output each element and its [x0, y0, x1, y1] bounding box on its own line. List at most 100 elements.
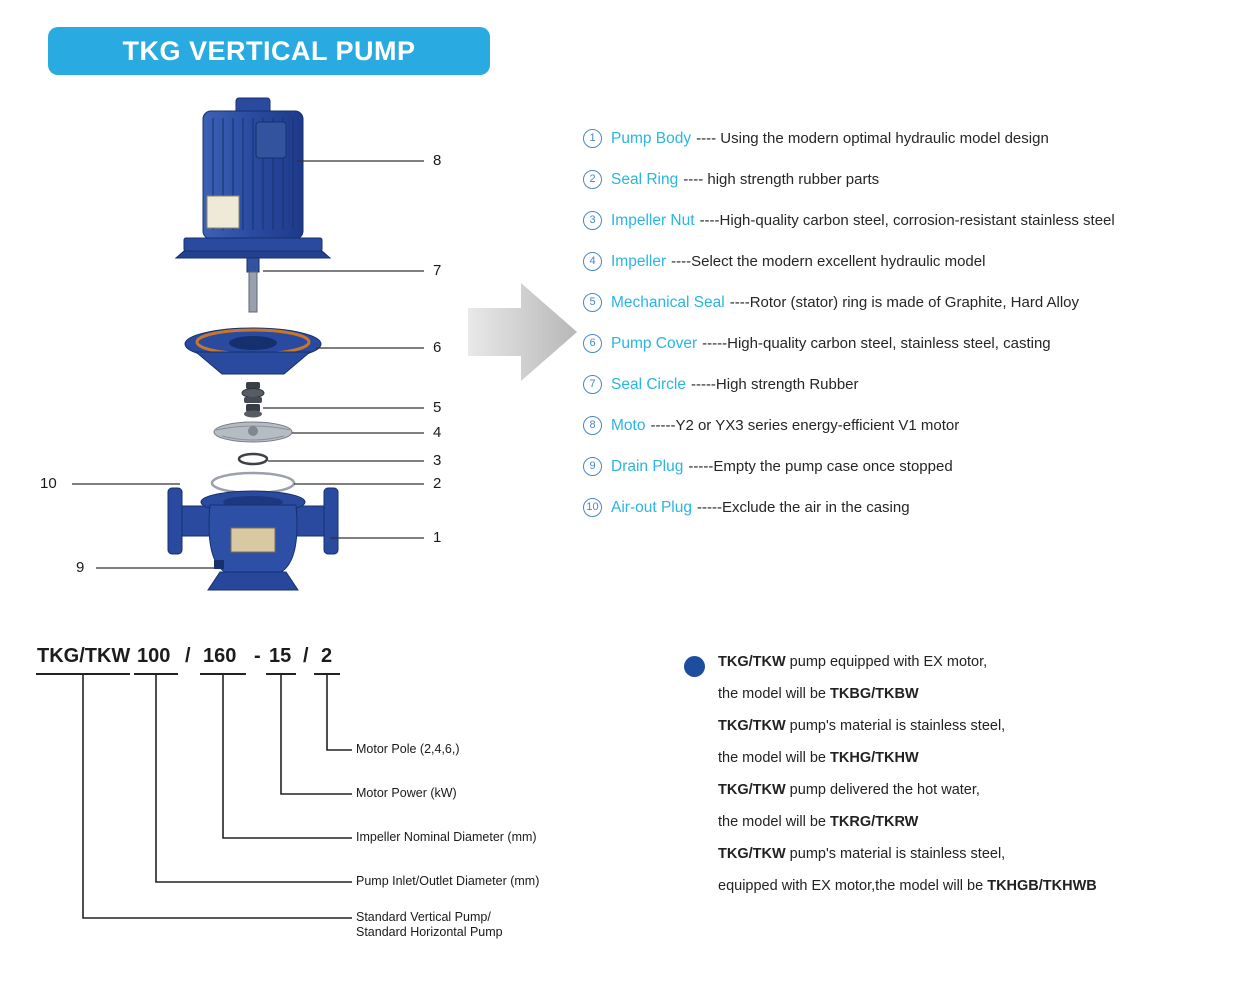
part-description: -----High strength Rubber	[690, 376, 859, 393]
model-token-impeller: 160	[203, 645, 237, 667]
callout-number: 1	[433, 529, 442, 546]
model-token-power: 15	[269, 645, 292, 667]
note-line: the model will be TKRG/TKRW	[718, 814, 1198, 846]
note-strong: TKG/TKW	[718, 718, 786, 734]
part-row: 3 Impeller Nut ----High-quality carbon s…	[583, 200, 1234, 241]
note-strong: TKG/TKW	[718, 782, 786, 798]
part-name: Mechanical Seal	[611, 293, 725, 311]
part-row: 2 Seal Ring ---- high strength rubber pa…	[583, 159, 1234, 200]
note-line: the model will be TKBG/TKBW	[718, 686, 1198, 718]
arrow-icon	[468, 283, 577, 381]
callout-number: 4	[433, 424, 442, 441]
callout-number: 3	[433, 452, 442, 469]
part-description: -----Y2 or YX3 series energy-efficient V…	[650, 417, 960, 434]
note-strong: TKHG/TKHW	[830, 750, 919, 766]
part-number-badge: 10	[583, 498, 602, 517]
note-text: pump's material is stainless steel,	[785, 718, 1006, 734]
model-code-lines	[36, 673, 352, 919]
part-name: Drain Plug	[611, 457, 684, 475]
note-text: the model will be	[718, 686, 831, 702]
part-description: ---- Using the modern optimal hydraulic …	[696, 130, 1049, 147]
part-row: 5 Mechanical Seal ----Rotor (stator) rin…	[583, 282, 1234, 323]
part-row: 1 Pump Body ---- Using the modern optima…	[583, 118, 1234, 159]
note-text: the model will be	[718, 814, 831, 830]
seal-circle-illustration	[237, 452, 269, 466]
callout-number: 7	[433, 262, 442, 279]
part-number-badge: 1	[583, 129, 602, 148]
title-banner: TKG VERTICAL PUMP	[48, 27, 490, 75]
mechanical-seal-illustration	[241, 382, 265, 418]
part-number-badge: 7	[583, 375, 602, 394]
part-number-badge: 4	[583, 252, 602, 271]
model-token-sep: -	[254, 645, 261, 667]
drain-plug-illustration	[214, 560, 224, 569]
model-token-sep: /	[185, 645, 191, 667]
part-description: ----High-quality carbon steel, corrosion…	[699, 212, 1115, 229]
note-strong: TKBG/TKBW	[830, 686, 919, 702]
parts-list: 1 Pump Body ---- Using the modern optima…	[583, 118, 1234, 528]
note-line: TKG/TKW pump delivered the hot water,	[718, 782, 1198, 814]
part-name: Impeller Nut	[611, 211, 695, 229]
model-label-standard-pump: Standard Vertical Pump/ Standard Horizon…	[356, 910, 503, 939]
note-strong: TKG/TKW	[718, 846, 786, 862]
part-name: Pump Body	[611, 129, 692, 147]
callout-lines	[72, 160, 424, 569]
note-line: TKG/TKW pump equipped with EX motor,	[718, 654, 1198, 686]
model-label-motor-pole: Motor Pole (2,4,6,)	[356, 742, 460, 756]
pump-cover-illustration	[184, 327, 322, 375]
part-name: Seal Ring	[611, 170, 679, 188]
callout-number: 5	[433, 399, 442, 416]
note-strong: TKG/TKW	[718, 654, 786, 670]
callout-number: 9	[76, 559, 85, 576]
note-text: pump delivered the hot water,	[785, 782, 980, 798]
part-number-badge: 6	[583, 334, 602, 353]
note-text: equipped with EX motor,the model will be	[718, 878, 988, 894]
shaft-illustration	[246, 257, 260, 313]
callout-number: 8	[433, 152, 442, 169]
model-token-sep: /	[303, 645, 309, 667]
part-description: -----Exclude the air in the casing	[696, 499, 910, 516]
note-text: the model will be	[718, 750, 831, 766]
impeller-illustration	[213, 421, 293, 443]
part-row: 4 Impeller ----Select the modern excelle…	[583, 241, 1234, 282]
part-number-badge: 9	[583, 457, 602, 476]
part-name: Impeller	[611, 252, 667, 270]
part-row: 8 Moto -----Y2 or YX3 series energy-effi…	[583, 405, 1234, 446]
part-number-badge: 2	[583, 170, 602, 189]
note-strong: TKRG/TKRW	[830, 814, 919, 830]
part-name: Air-out Plug	[611, 498, 692, 516]
part-description: -----Empty the pump case once stopped	[688, 458, 953, 475]
note-line: TKG/TKW pump's material is stainless ste…	[718, 718, 1198, 750]
page-title: TKG VERTICAL PUMP	[122, 35, 416, 66]
callout-number: 2	[433, 475, 442, 492]
part-number-badge: 3	[583, 211, 602, 230]
part-row: 7 Seal Circle -----High strength Rubber	[583, 364, 1234, 405]
model-token-inlet: 100	[137, 645, 171, 667]
o-ring-illustration	[210, 471, 296, 495]
model-token-series: TKG/TKW	[37, 645, 131, 667]
part-number-badge: 5	[583, 293, 602, 312]
note-line: the model will be TKHG/TKHW	[718, 750, 1198, 782]
note-line: equipped with EX motor,the model will be…	[718, 878, 1198, 910]
part-row: 6 Pump Cover -----High-quality carbon st…	[583, 323, 1234, 364]
model-token-pole: 2	[321, 645, 333, 667]
pump-body-illustration	[167, 487, 339, 591]
model-label-impeller-dia: Impeller Nominal Diameter (mm)	[356, 830, 537, 844]
note-line: TKG/TKW pump's material is stainless ste…	[718, 846, 1198, 878]
part-name: Moto	[611, 416, 646, 434]
note-text: pump's material is stainless steel,	[785, 846, 1006, 862]
callout-number: 10	[40, 475, 57, 492]
part-row: 9 Drain Plug -----Empty the pump case on…	[583, 446, 1234, 487]
model-label-inlet-outlet: Pump Inlet/Outlet Diameter (mm)	[356, 874, 540, 888]
note-text: pump equipped with EX motor,	[785, 654, 988, 670]
motor-illustration	[174, 97, 332, 259]
note-strong: TKHGB/TKHWB	[987, 878, 1097, 894]
part-name: Seal Circle	[611, 375, 686, 393]
note-bullet-icon	[684, 656, 705, 677]
part-row: 10 Air-out Plug -----Exclude the air in …	[583, 487, 1234, 528]
part-description: -----High-quality carbon steel, stainles…	[702, 335, 1051, 352]
callout-number: 6	[433, 339, 442, 356]
part-number-badge: 8	[583, 416, 602, 435]
